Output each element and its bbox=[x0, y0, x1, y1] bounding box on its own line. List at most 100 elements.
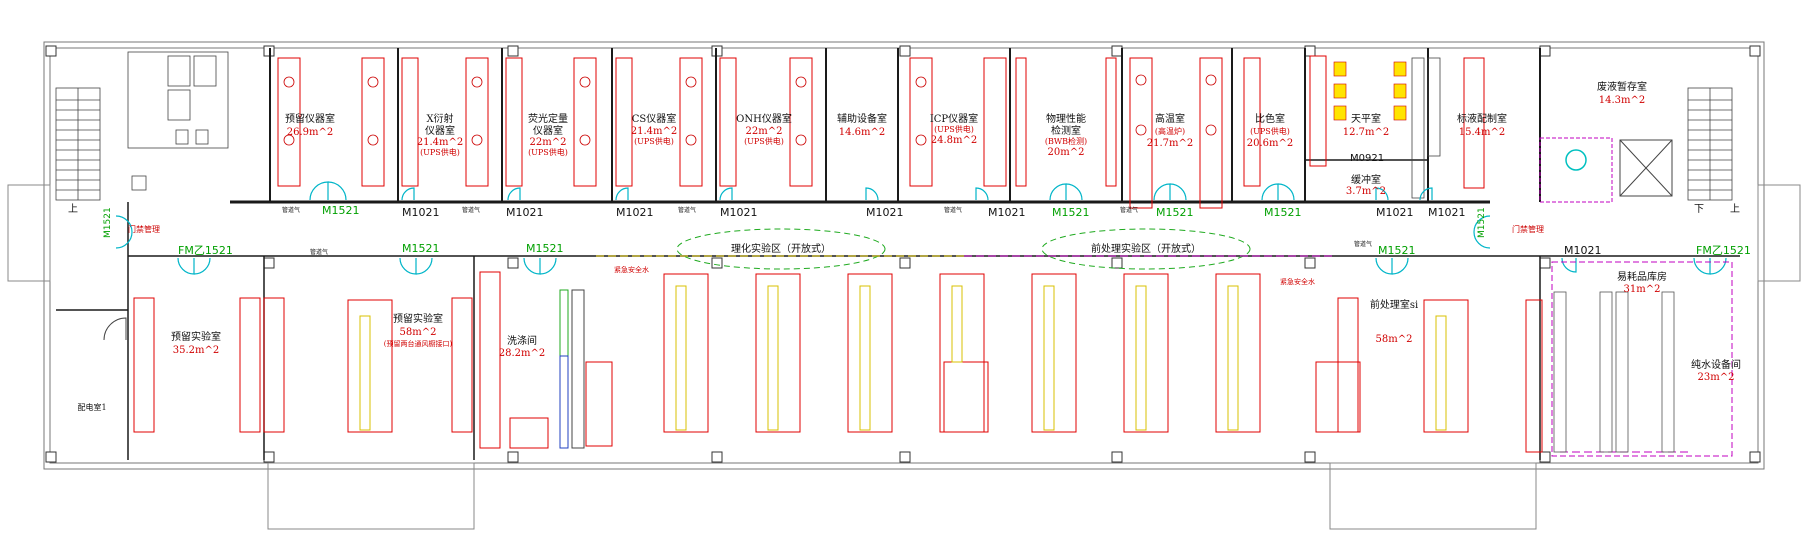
room-physical-note: (BWB检测) bbox=[1045, 136, 1087, 146]
room-physical-area: 20m^2 bbox=[1048, 147, 1085, 158]
door-fmb-west: FM乙1521 bbox=[178, 244, 233, 257]
gas-label-2: 管道气 bbox=[462, 206, 480, 214]
gas-label-5: 管道气 bbox=[1120, 206, 1138, 214]
south-annex-west bbox=[267, 462, 475, 530]
door-m1021-f: M1021 bbox=[988, 206, 1026, 219]
room-buffer-area: 3.7m^2 bbox=[1346, 186, 1386, 197]
room-fluor-note: (UPS供电) bbox=[528, 147, 568, 157]
gas-label-4: 管道气 bbox=[944, 206, 962, 214]
south-annex-east bbox=[1329, 462, 1537, 530]
room-colorimetric-area: 20.6m^2 bbox=[1247, 138, 1294, 149]
restrooms bbox=[127, 51, 229, 191]
zone-pretreat bbox=[1041, 228, 1251, 270]
room-icp-area: 24.8m^2 bbox=[931, 135, 978, 146]
room-hightemp-area: 21.7m^2 bbox=[1147, 138, 1194, 149]
door-m1021-h: M1021 bbox=[1428, 206, 1466, 219]
stairs-west bbox=[55, 87, 101, 201]
room-reserve-lab-big-area: 58m^2 bbox=[400, 327, 437, 338]
corridor bbox=[56, 202, 1740, 460]
room-standard-area: 15.4m^2 bbox=[1459, 127, 1506, 138]
door-m1521-west: M1521 bbox=[103, 207, 113, 238]
room-colorimetric-note: (UPS供电) bbox=[1250, 126, 1290, 136]
stair-up-east: 上 bbox=[1730, 203, 1740, 215]
access-east: 门禁管理 bbox=[1512, 224, 1544, 234]
wash-rack bbox=[571, 289, 585, 449]
elevator-x2 bbox=[1619, 139, 1673, 197]
gas-label-1: 管道气 bbox=[282, 206, 300, 214]
room-standard: 标液配制室 bbox=[1457, 112, 1507, 125]
door-m1521-f: M1521 bbox=[526, 242, 564, 255]
north-doors bbox=[309, 181, 1433, 201]
door-m1521-d: M1521 bbox=[1264, 206, 1302, 219]
room-washing-area: 28.2m^2 bbox=[499, 348, 546, 359]
door-m1021-e: M1021 bbox=[866, 206, 904, 219]
door-m1521-b: M1521 bbox=[1052, 206, 1090, 219]
door-m1021-g: M1021 bbox=[1376, 206, 1414, 219]
room-pure-water-area: 23m^2 bbox=[1698, 372, 1735, 383]
room-power: 配电室1 bbox=[77, 402, 106, 412]
room-consumables-area: 31m^2 bbox=[1624, 284, 1661, 295]
instrument-icons bbox=[283, 74, 1217, 146]
south-doors bbox=[115, 215, 1727, 275]
room-onh: ONH仪器室 bbox=[736, 112, 792, 125]
columns bbox=[45, 45, 1761, 463]
room-pretreat-si-area: 58m^2 bbox=[1376, 334, 1413, 345]
room-hightemp-note: (高温炉) bbox=[1155, 126, 1185, 136]
zone-pretreat-label: 前处理实验区（开放式） bbox=[1091, 242, 1201, 255]
stair-up-west: 上 bbox=[68, 203, 78, 215]
door-m1521-a: M1521 bbox=[322, 204, 360, 217]
room-aux-area: 14.6m^2 bbox=[839, 127, 886, 138]
south-benches bbox=[133, 273, 1543, 453]
balance-tables bbox=[1333, 61, 1407, 121]
room-xrd-area: 21.4m^2 bbox=[417, 137, 464, 148]
door-m1521-g: M1521 bbox=[1378, 244, 1416, 257]
waste-fan bbox=[1565, 149, 1587, 171]
access-west: 门禁管理 bbox=[128, 224, 160, 234]
gas-label-7: 管道气 bbox=[1354, 240, 1372, 248]
wash-notice bbox=[509, 417, 549, 449]
room-xrd-note: (UPS供电) bbox=[420, 147, 460, 157]
room-xrd-1: X衍射 bbox=[426, 112, 453, 125]
outer-wall bbox=[43, 41, 1765, 470]
stair-down-east: 下 bbox=[1694, 204, 1704, 215]
waste-cabinet bbox=[1539, 137, 1613, 203]
balance-shelves bbox=[1411, 57, 1441, 199]
room-buffer: 缓冲室 bbox=[1351, 173, 1381, 186]
room-consumables: 易耗品库房 bbox=[1617, 270, 1667, 283]
room-balance-area: 12.7m^2 bbox=[1343, 127, 1390, 138]
room-reserve-lab-big: 预留实验室 bbox=[393, 312, 443, 325]
consumable-shelves bbox=[1553, 291, 1675, 453]
elevator bbox=[1619, 139, 1673, 197]
door-m1521-c: M1521 bbox=[1156, 206, 1194, 219]
wash-cabinet-green bbox=[559, 289, 569, 357]
door-m1021-b: M1021 bbox=[506, 206, 544, 219]
consumables-boundary bbox=[1551, 261, 1733, 457]
room-cs-area: 21.4m^2 bbox=[631, 126, 678, 137]
emergency-1: 紧急安全水 bbox=[614, 265, 649, 274]
door-fmb-east: FM乙1521 bbox=[1696, 244, 1751, 257]
door-m0921: M0921 bbox=[1350, 153, 1384, 164]
room-reserve-lab-big-note: (预留两台通风橱接口) bbox=[384, 339, 453, 348]
room-fluor-2: 仪器室 bbox=[533, 124, 563, 137]
room-waste-area: 14.3m^2 bbox=[1599, 95, 1646, 106]
room-hightemp: 高温室 bbox=[1155, 112, 1185, 125]
room-onh-note: (UPS供电) bbox=[744, 136, 784, 146]
door-m1021-i: M1021 bbox=[1564, 244, 1602, 257]
room-reserve-instrument-area: 26.9m^2 bbox=[287, 127, 334, 138]
room-physical-1: 物理性能 bbox=[1046, 112, 1086, 125]
door-m1021-a: M1021 bbox=[402, 206, 440, 219]
north-equipment bbox=[277, 55, 1485, 209]
room-balance: 天平室 bbox=[1351, 112, 1381, 125]
stairs-east bbox=[1687, 87, 1733, 201]
bench-yellow-inner bbox=[359, 285, 1447, 431]
room-icp: ICP仪器室 bbox=[930, 112, 978, 125]
room-waste: 废液暂存室 bbox=[1597, 80, 1647, 93]
power-door bbox=[103, 317, 127, 341]
room-reserve-lab-small-area: 35.2m^2 bbox=[173, 345, 220, 356]
wash-sink bbox=[479, 271, 501, 449]
gas-label-6: 管道气 bbox=[310, 248, 328, 256]
room-fluor-area: 22m^2 bbox=[530, 137, 567, 148]
zone-physchem-label: 理化实验区（开放式） bbox=[731, 242, 831, 255]
room-xrd-2: 仪器室 bbox=[425, 124, 455, 137]
